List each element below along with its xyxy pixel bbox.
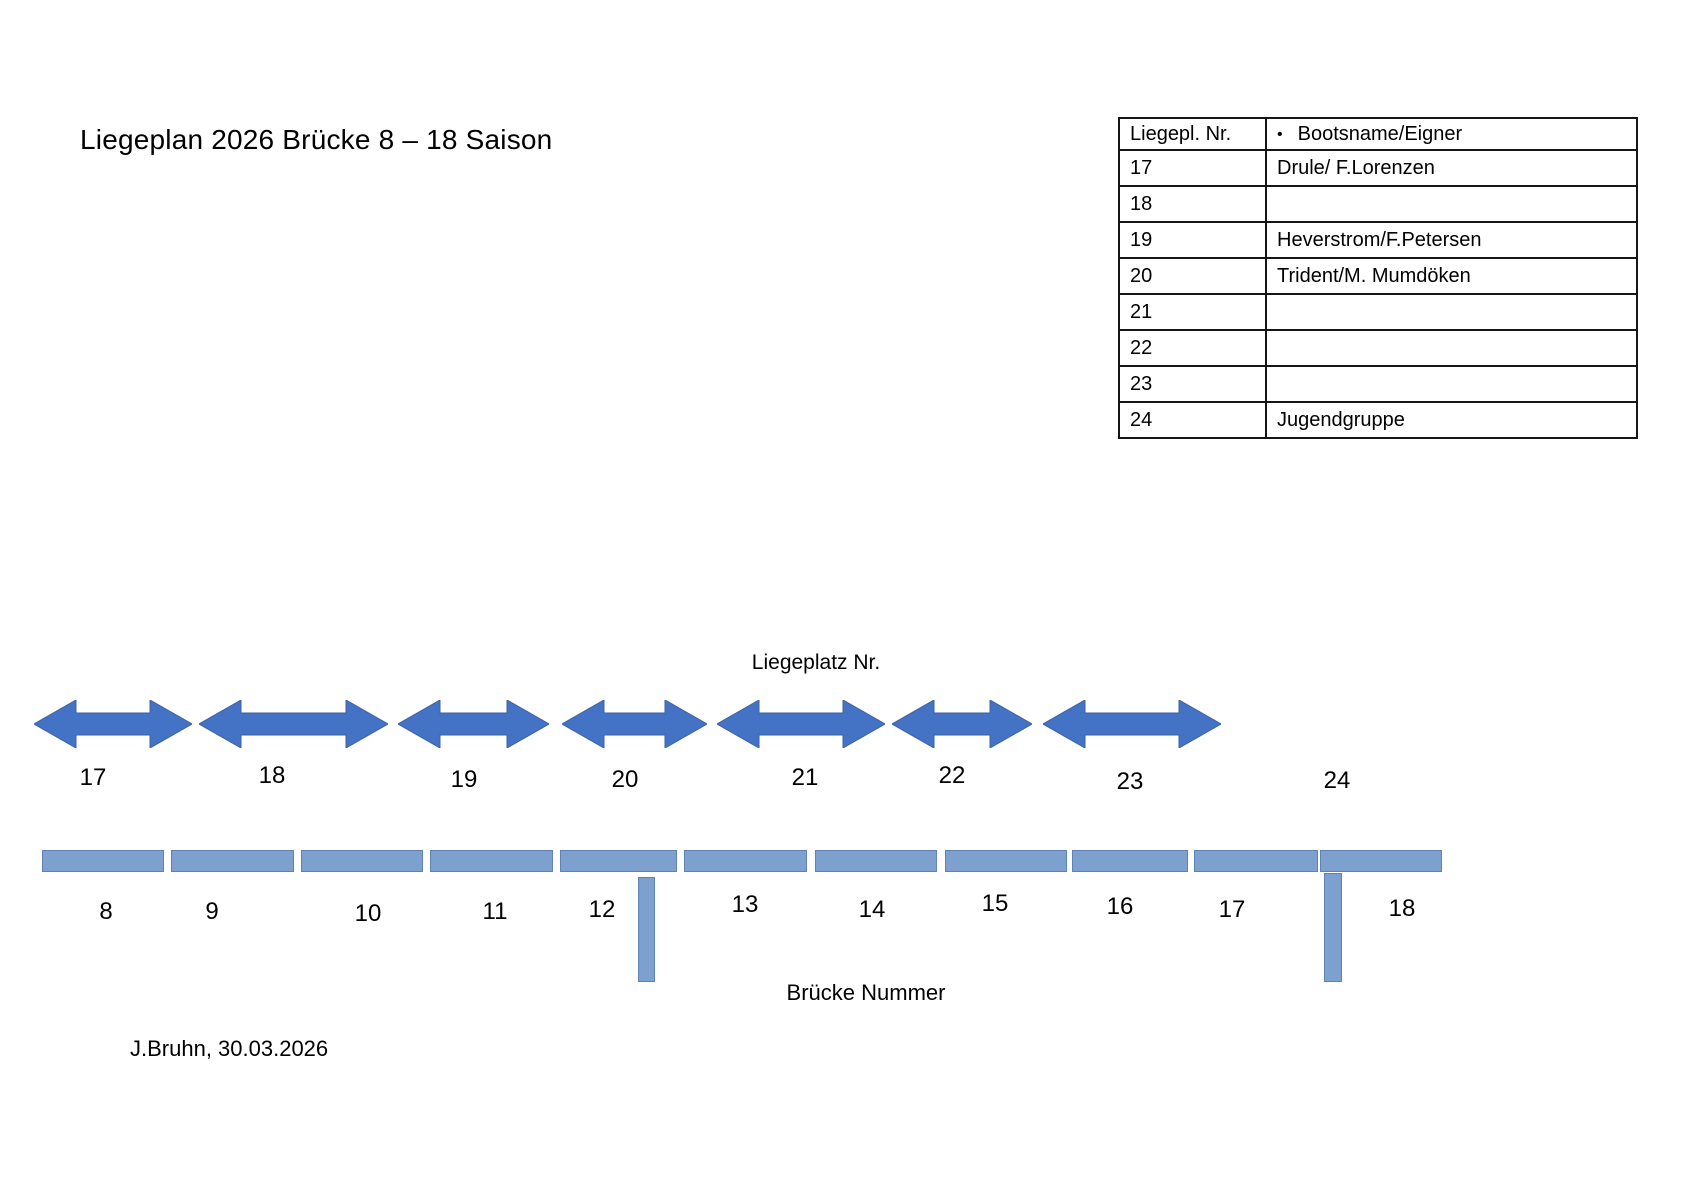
berth-assignment-table: Liegepl. Nr. • Bootsname/Eigner 17 Drule/…	[1118, 117, 1638, 439]
table-row: 20 Trident/M. Mumdöken	[1118, 257, 1638, 295]
berth-arrow-19	[398, 700, 549, 748]
berth-nr-cell: 24	[1118, 401, 1267, 439]
boat-owner-cell	[1265, 365, 1638, 403]
berth-arrow-18	[199, 700, 388, 748]
berth-number-label: 19	[450, 766, 478, 793]
author-date: J.Bruhn, 30.03.2026	[130, 1036, 329, 1061]
berth-number-label: 20	[611, 766, 639, 793]
page-title: Liegeplan 2026 Brücke 8 – 18 Saison	[80, 124, 553, 155]
bullet-icon: •	[1277, 126, 1283, 143]
berth-nr-cell: 19	[1118, 221, 1267, 259]
bridge-segment	[815, 850, 937, 872]
liegeplatz-axis-label: Liegeplatz Nr.	[751, 651, 881, 674]
bridge-number-label: 15	[981, 890, 1009, 917]
table-row: 24 Jugendgruppe	[1118, 401, 1638, 439]
bridge-number-label: 13	[731, 891, 759, 918]
berth-number-label: 21	[791, 764, 819, 791]
bridge-number-label: 14	[858, 896, 886, 923]
berth-arrow-23	[1043, 700, 1221, 748]
boat-owner-cell	[1265, 185, 1638, 223]
berth-nr-cell: 18	[1118, 185, 1267, 223]
boat-owner-cell: Trident/M. Mumdöken	[1265, 257, 1638, 295]
table-row: 22	[1118, 329, 1638, 367]
berth-number-label: 22	[938, 762, 966, 789]
berth-arrow-21	[717, 700, 885, 748]
table-row: 21	[1118, 293, 1638, 331]
bridge-segment	[430, 850, 553, 872]
berth-number-label: 18	[258, 762, 286, 789]
bridge-number-label: 18	[1388, 895, 1416, 922]
pier-post	[1324, 873, 1342, 982]
header-bootsname-eigner: • Bootsname/Eigner	[1265, 117, 1638, 151]
boat-owner-cell	[1265, 293, 1638, 331]
bridge-segment	[1194, 850, 1318, 872]
table-row: 18	[1118, 185, 1638, 223]
boat-owner-cell	[1265, 329, 1638, 367]
bridge-segment	[560, 850, 677, 872]
header-liegepl-nr: Liegepl. Nr.	[1118, 117, 1267, 151]
berth-number-label: 17	[79, 764, 107, 791]
bridge-number-label: 17	[1218, 896, 1246, 923]
table-row: 23	[1118, 365, 1638, 403]
bridge-segment	[1072, 850, 1188, 872]
boat-owner-cell: Heverstrom/F.Petersen	[1265, 221, 1638, 259]
berth-nr-cell: 23	[1118, 365, 1267, 403]
bridge-number-label: 8	[99, 898, 113, 925]
berth-number-label: 23	[1116, 768, 1144, 795]
bridge-number-label: 12	[588, 896, 616, 923]
berth-nr-cell: 20	[1118, 257, 1267, 295]
bridge-segment	[301, 850, 423, 872]
bridge-segment	[1320, 850, 1442, 872]
bridge-number-label: 10	[354, 900, 382, 927]
bridge-segment	[42, 850, 164, 872]
berth-arrow-17	[34, 700, 192, 748]
boat-owner-cell: Drule/ F.Lorenzen	[1265, 149, 1638, 187]
berth-nr-cell: 17	[1118, 149, 1267, 187]
bruecke-axis-label: Brücke Nummer	[786, 980, 946, 1005]
table-header-row: Liegepl. Nr. • Bootsname/Eigner	[1118, 117, 1638, 151]
bridge-number-label: 9	[205, 898, 219, 925]
table-row: 17 Drule/ F.Lorenzen	[1118, 149, 1638, 187]
boat-owner-cell: Jugendgruppe	[1265, 401, 1638, 439]
header-bootsname-label: Bootsname/Eigner	[1297, 123, 1463, 145]
berth-nr-cell: 22	[1118, 329, 1267, 367]
berth-arrow-22	[892, 700, 1032, 748]
berth-nr-cell: 21	[1118, 293, 1267, 331]
pier-post	[638, 877, 655, 982]
bridge-segment	[684, 850, 807, 872]
table-row: 19 Heverstrom/F.Petersen	[1118, 221, 1638, 259]
bridge-number-label: 16	[1106, 893, 1134, 920]
berth-number-label: 24	[1323, 767, 1351, 794]
bridge-segment	[171, 850, 294, 872]
bridge-number-label: 11	[482, 898, 508, 925]
berth-arrow-20	[562, 700, 707, 748]
bridge-segment	[945, 850, 1067, 872]
